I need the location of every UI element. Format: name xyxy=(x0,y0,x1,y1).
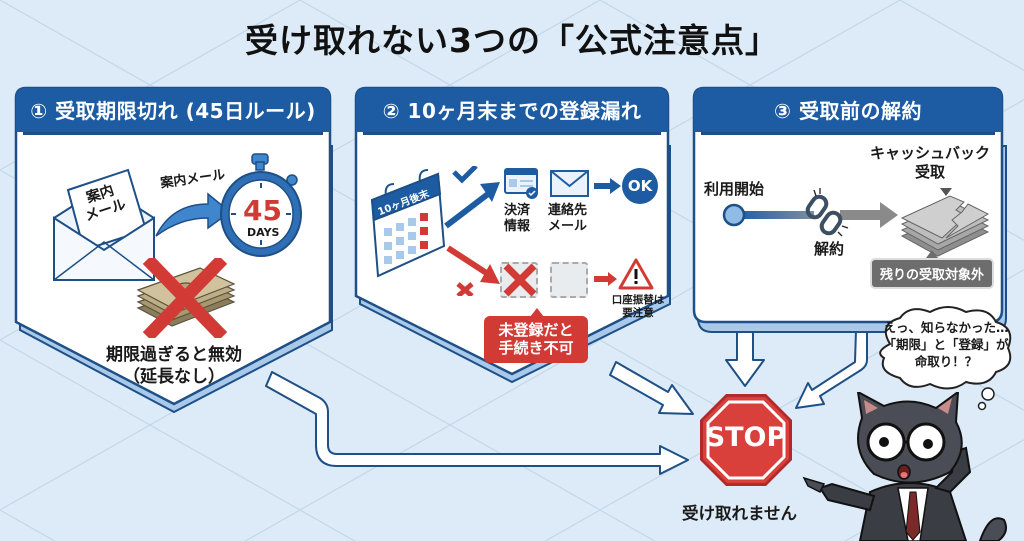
start-label: 利用開始 xyxy=(704,180,765,198)
warning-triangle-icon xyxy=(618,258,654,290)
error-callout: 未登録だと 手続き不可 xyxy=(484,316,588,363)
error-callout-pointer xyxy=(530,308,544,317)
timeline-graphic xyxy=(722,188,990,257)
panel-header: ③ 受取前の解約 xyxy=(774,98,922,123)
stop-sign-icon xyxy=(700,394,792,486)
envelope-icon xyxy=(53,168,155,281)
warning-text: 口座振替は 要注意 xyxy=(611,294,665,320)
calendar-icon xyxy=(370,169,446,278)
contact-mail-label: 連絡先 メール xyxy=(548,203,588,234)
ok-badge: OK xyxy=(622,168,658,204)
panel-early-cancellation: ③ 受取前の解約 利用開始 キャッシュバック 受取 xyxy=(692,86,1010,336)
payment-info-icon xyxy=(504,168,538,199)
payment-info-label: 決済 情報 xyxy=(504,203,531,234)
flow-arrow-panel3-down xyxy=(725,329,765,387)
flow-arrow-panel1 xyxy=(265,371,689,475)
result-text: 期限過ぎると無効 （延長なし） xyxy=(106,345,242,388)
branch-arrows xyxy=(444,166,500,296)
broken-chain-icon xyxy=(805,194,843,236)
warning-arrow-icon xyxy=(594,272,617,286)
excluded-badge: 残りの受取対象外 xyxy=(870,258,995,289)
thought-text: えっ、知らなかった… 「期限」と「登録」が 命取り！？ xyxy=(883,320,1009,369)
timer-number: 45 xyxy=(243,194,282,227)
flow-arrow-panel2 xyxy=(609,361,694,415)
curved-arrow-icon xyxy=(155,192,232,237)
panel-registration-miss: ② 10ヶ月末までの登録漏れ 10ヶ月後末 決済 情報 xyxy=(354,86,672,386)
timer-unit: DAYS xyxy=(247,226,280,239)
stopwatch-icon xyxy=(220,153,302,257)
excluded-pointer xyxy=(926,250,938,258)
cancel-label: 解約 xyxy=(814,240,845,258)
thought-cloud xyxy=(879,306,1012,411)
error-x-icon xyxy=(503,263,537,297)
stop-sign-label: STOP xyxy=(705,422,787,453)
ok-arrow-icon xyxy=(594,178,621,194)
panel-header: ② 10ヶ月末までの登録漏れ xyxy=(382,98,642,123)
contact-mail-icon xyxy=(550,170,589,197)
flow-arrow-panel3-side xyxy=(795,329,868,409)
stop-caption: 受け取れません xyxy=(682,504,798,523)
cat-character-illustration xyxy=(802,392,1007,541)
page-title: 受け取れない3つの「公式注意点」 xyxy=(245,21,779,60)
cashback-label: キャッシュバック 受取 xyxy=(870,144,991,181)
money-crossed-icon xyxy=(136,258,236,338)
panel-header: ① 受取期限切れ (45日ルール) xyxy=(30,98,316,123)
missing-item-box-2 xyxy=(550,262,588,298)
panel-deadline-expiry: ① 受取期限切れ (45日ルール) 案内 メール 案内メール 45 DAYS xyxy=(14,86,334,416)
